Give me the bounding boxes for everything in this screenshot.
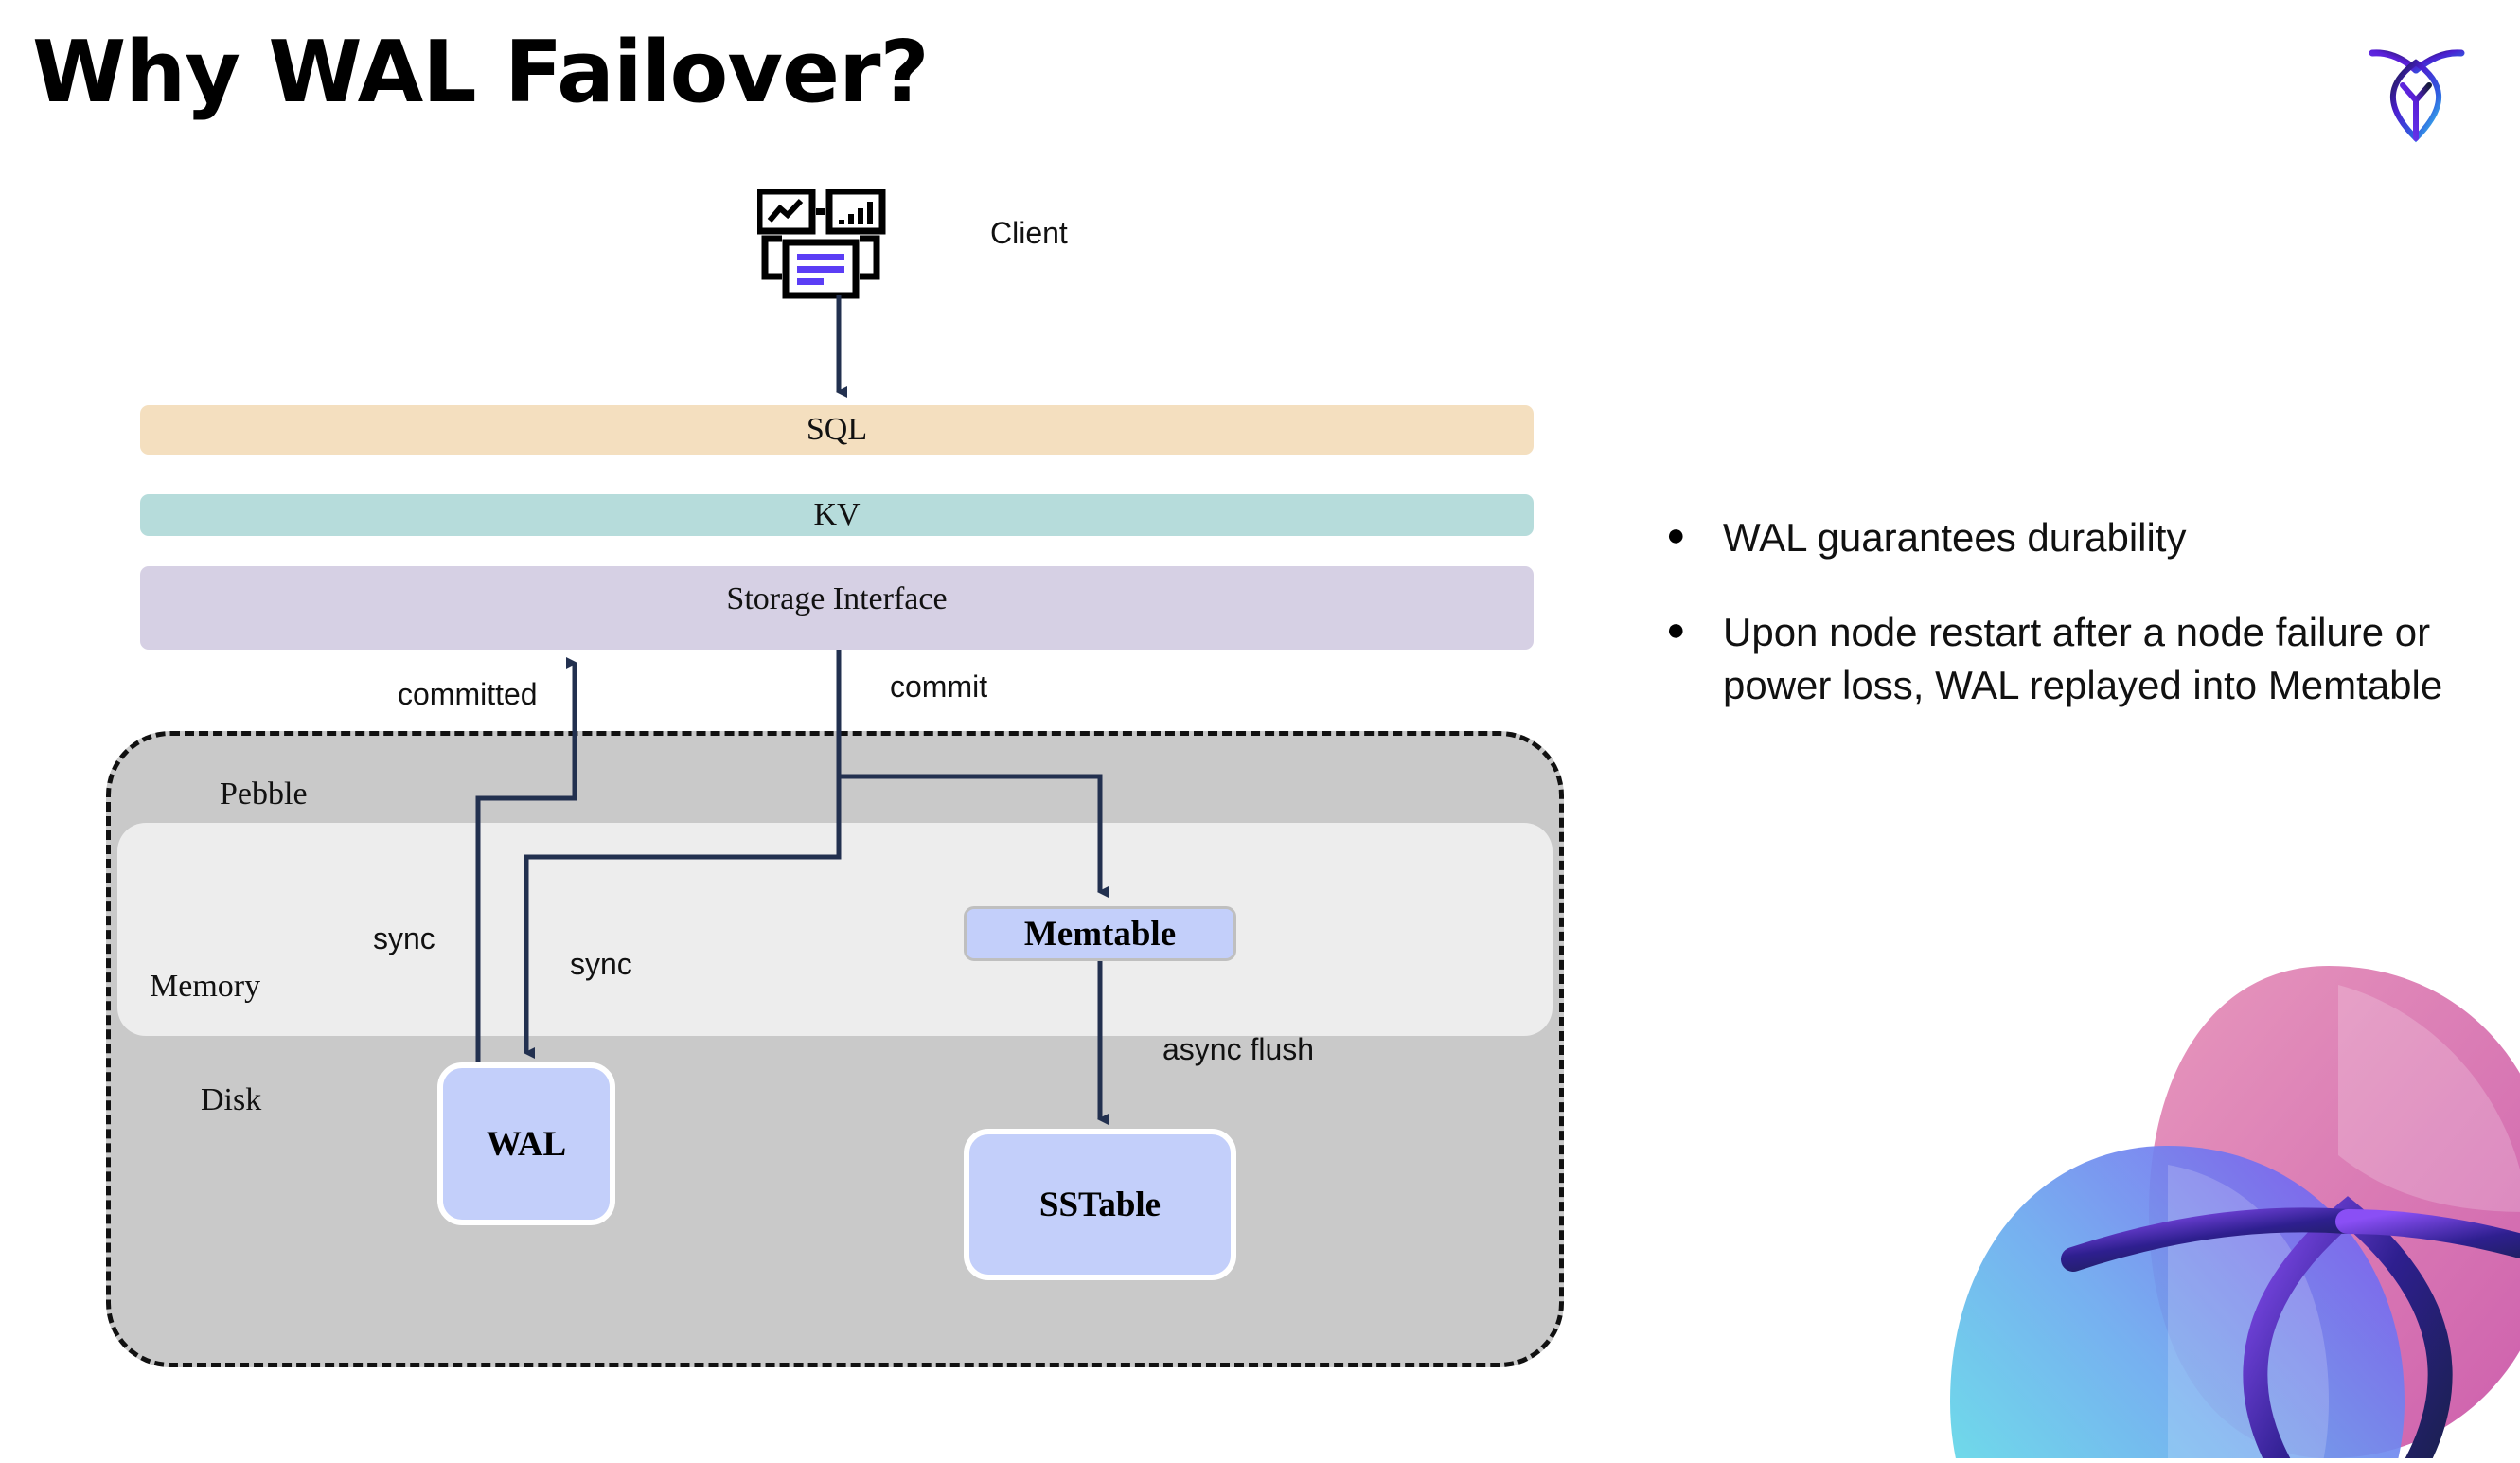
bullet-text: WAL guarantees durability xyxy=(1723,515,2187,560)
edge-label-sync-1: sync xyxy=(373,921,435,955)
list-item: ● WAL guarantees durability xyxy=(1666,511,2452,564)
client-dashboard-icon xyxy=(755,187,909,303)
page-title: Why WAL Failover? xyxy=(32,23,930,122)
layer-bar-sql: SQL xyxy=(140,405,1534,455)
disk-label: Disk xyxy=(201,1082,262,1117)
edge-label-async-flush: async flush xyxy=(1162,1032,1315,1066)
memtable-box: Memtable xyxy=(964,906,1236,961)
edge-label-sync-2: sync xyxy=(570,947,632,981)
bullet-marker-icon: ● xyxy=(1666,611,1686,648)
layer-label-storage-interface: Storage Interface xyxy=(726,581,948,616)
cockroachdb-logo-icon xyxy=(2355,32,2478,146)
memory-label: Memory xyxy=(150,969,261,1004)
sstable-label: SSTable xyxy=(1038,1185,1162,1224)
bullet-marker-icon: ● xyxy=(1666,517,1686,553)
list-item: ● Upon node restart after a node failure… xyxy=(1666,606,2452,712)
layer-label-sql: SQL xyxy=(806,412,868,447)
client-label: Client xyxy=(990,216,1068,250)
wal-box: WAL xyxy=(437,1062,615,1225)
edge-label-committed: committed xyxy=(398,677,538,711)
edge-label-commit: commit xyxy=(890,669,988,704)
sstable-box: SSTable xyxy=(964,1129,1236,1280)
memtable-label: Memtable xyxy=(1023,914,1177,954)
bullet-text: Upon node restart after a node failure o… xyxy=(1723,609,2443,707)
cockroachdb-logo-decorative-icon xyxy=(1931,928,2520,1458)
layer-bar-storage-interface: Storage Interface xyxy=(140,566,1534,650)
layer-label-kv: KV xyxy=(813,497,861,532)
memory-container xyxy=(117,823,1553,1036)
pebble-label: Pebble xyxy=(220,776,308,812)
bullet-list: ● WAL guarantees durability ● Upon node … xyxy=(1666,511,2452,754)
layer-bar-kv: KV xyxy=(140,494,1534,536)
wal-label: WAL xyxy=(486,1124,567,1164)
